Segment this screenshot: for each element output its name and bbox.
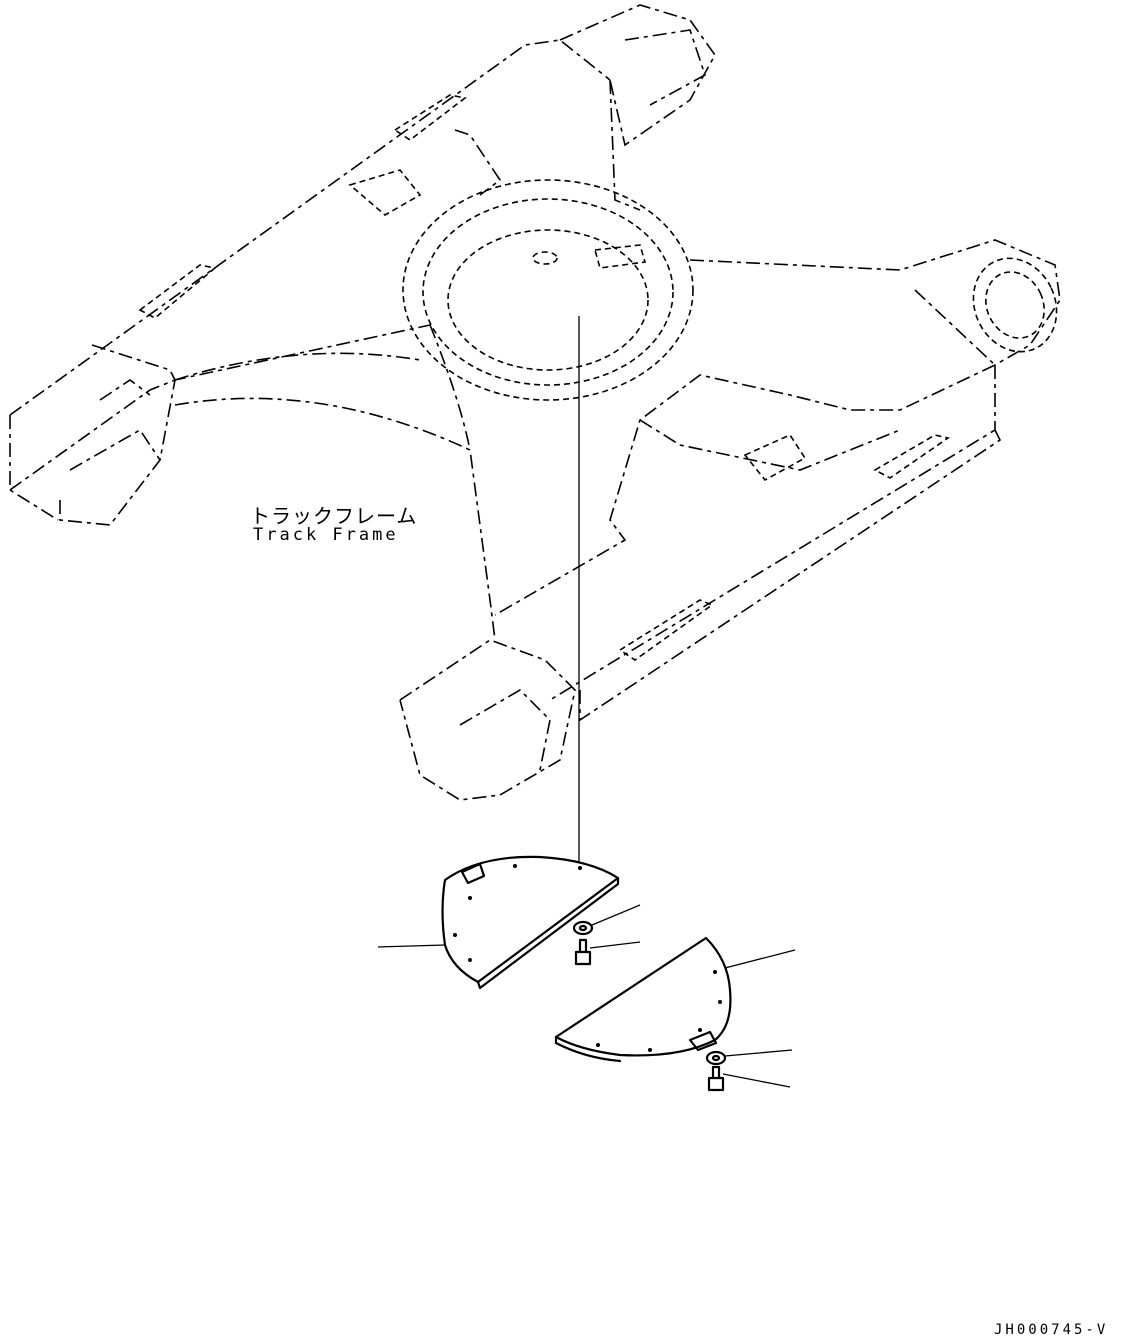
bolt-1: [574, 938, 592, 966]
track-frame-label-en: Track Frame: [253, 525, 399, 545]
leader-line-washer-2: [724, 1049, 793, 1057]
frame-steps: [138, 94, 950, 661]
undercover-plate-2: [554, 936, 732, 1063]
washer-2: [705, 1050, 727, 1066]
leader-line-plate-2: [724, 949, 796, 969]
bolt-2: [707, 1065, 725, 1092]
track-frame-outline: [9, 4, 1061, 801]
washer-1: [572, 920, 594, 936]
undercover-plate-1: [441, 855, 620, 990]
leader-line-bolt-1: [589, 941, 641, 949]
track-frame-label-jp: トラックフレーム: [250, 504, 418, 528]
drawing-code: JH000745-V: [994, 1322, 1109, 1337]
idler-hub: [972, 257, 1058, 353]
leader-line-washer-1: [591, 904, 641, 926]
leader-line-plate-1: [377, 944, 446, 948]
leader-line-bolt-2: [722, 1073, 791, 1088]
swing-circle: [402, 179, 694, 401]
